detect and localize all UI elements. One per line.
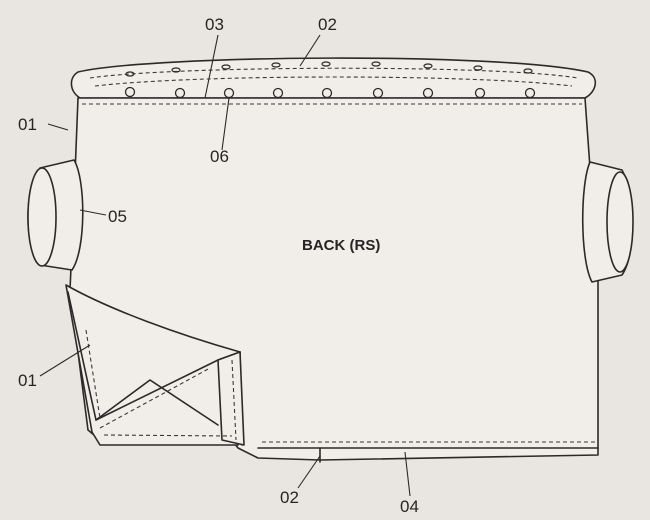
center-label: BACK (RS) [302, 237, 380, 254]
callout-01-flap: 01 [18, 371, 37, 390]
waistband-back-eyelets [125, 61, 533, 77]
callout-01-top: 01 [18, 115, 37, 134]
waistband-inner-stitch-2 [94, 76, 573, 87]
flap-stitch-3 [103, 434, 233, 437]
waistband-inner-stitch [89, 67, 579, 79]
left-sleeve-opening [27, 167, 57, 267]
flap-stitch-4 [85, 329, 101, 419]
flap-inner-fold-2 [95, 379, 219, 426]
flap-facing [217, 351, 245, 446]
waistband-eyelets [124, 86, 536, 99]
callout-02-top: 02 [318, 15, 337, 34]
callout-04: 04 [400, 497, 419, 516]
callout-03-top: 03 [205, 15, 224, 34]
callout-leaders [39, 34, 411, 497]
flap-stitch-1 [231, 359, 237, 441]
callout-05: 05 [108, 207, 127, 226]
right-sleeve-opening [606, 171, 634, 273]
waistband-top [70, 57, 597, 99]
callout-06: 06 [210, 147, 229, 166]
callout-02-bottom: 02 [280, 488, 299, 507]
